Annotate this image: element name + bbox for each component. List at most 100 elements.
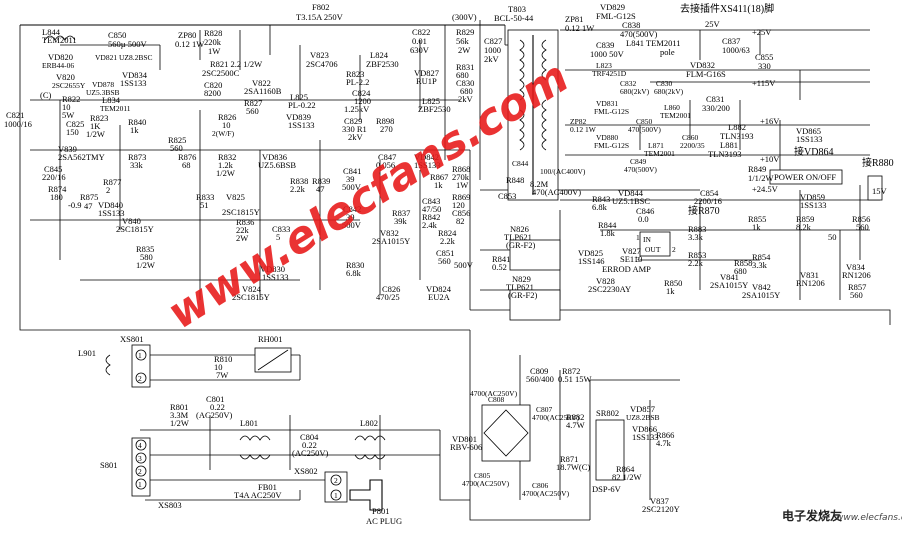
r836-value: 22k — [236, 225, 250, 235]
r835-value: 580 — [140, 252, 153, 262]
optocoupler-n829 — [509, 289, 561, 321]
c841-value: 39 — [346, 174, 355, 184]
v834-type: RN1206 — [842, 270, 871, 280]
c801-label: C801 — [206, 394, 224, 404]
vd829-type: FML-G12S — [596, 11, 636, 21]
r876-value: 68 — [182, 160, 191, 170]
c854-label: C854 — [700, 188, 719, 198]
r833-value: 51 — [200, 200, 209, 210]
c833-value: 5 — [276, 232, 280, 242]
l881-label: L881 — [720, 140, 738, 150]
to-r880-note: 接R880 — [862, 156, 894, 169]
xs801-label: XS801 — [120, 334, 144, 344]
thermistor-rh001 — [254, 347, 292, 373]
ic-pin2: 2 — [672, 245, 676, 254]
c850b-value: 470(500V) — [628, 125, 661, 134]
v837-label: V837 — [650, 496, 669, 506]
xs802-pin1: 1 — [334, 491, 338, 500]
c826-label: C826 — [382, 284, 400, 294]
r864-value: 82 1/2W — [612, 472, 642, 482]
n826-type: TLP621 — [504, 232, 532, 242]
vd831-type: FML-G12S — [594, 107, 629, 116]
r822-watt: 5W — [62, 110, 74, 120]
c830-watt: 2kV — [458, 94, 474, 104]
r838-value: 2.2k — [290, 184, 306, 194]
c856-value: 82 — [456, 216, 465, 226]
c825-value: 150 — [66, 127, 79, 137]
c843-label: C843 — [422, 196, 440, 206]
r843-value: 6.8k — [592, 202, 608, 212]
vd825-type: 1SS146 — [578, 256, 604, 266]
v821-label: 2SC2500C — [202, 68, 240, 78]
vd880-label: VD880 — [596, 133, 618, 142]
c824-watt: 1.25kV — [344, 104, 370, 114]
vd840-label: VD840 — [98, 200, 123, 210]
n826-label: N826 — [510, 224, 529, 234]
sr802-type: DSP-6V — [592, 484, 622, 494]
n829-label: N829 — [512, 274, 531, 284]
c824-value: 1200 — [354, 96, 371, 106]
power-switch-label: POWER ON/OFF — [774, 172, 836, 182]
c841-watt: 500V — [342, 182, 362, 192]
c825-label: C825 — [66, 119, 84, 129]
v831-label: V831 — [800, 270, 819, 280]
c839-value: 1000 50V — [590, 49, 625, 59]
labels-left: VD820 ERB44-06 VD821 UZ8.2BSC V820 2SC26… — [4, 52, 196, 270]
r825-label: R825 — [168, 135, 186, 145]
r810-value: 10 — [214, 362, 223, 372]
vd844-type: UZ5.1BSC — [612, 196, 650, 206]
c856-label: C856 — [452, 208, 470, 218]
c829-value: 330 R1 — [342, 124, 367, 134]
xs803-label: XS803 — [158, 500, 182, 510]
r854-label: R854 — [752, 252, 771, 262]
c847-value: 0.056 — [376, 160, 395, 170]
r-50-label: 50 — [828, 232, 837, 242]
l825-value: PL-0.22 — [288, 100, 316, 110]
vd821-label: VD821 UZ8.2BSC — [95, 53, 153, 62]
l841-label: L841 TEM2011 — [626, 38, 681, 48]
p15v-label: 15V — [872, 186, 888, 196]
r898-label: R898 — [376, 116, 394, 126]
r853-value: 2.2k — [688, 258, 704, 268]
r840-value: 1k — [130, 125, 139, 135]
v828-type: 2SC2230AY — [588, 284, 631, 294]
l860-type: TEM2001 — [660, 111, 691, 120]
r882-value: 4.7W — [566, 420, 585, 430]
c851-label: C851 — [436, 248, 454, 258]
v824-label: V824 — [242, 284, 262, 294]
r827-label: R827 — [244, 98, 262, 108]
c844-value: 100/(AC400V) — [540, 167, 586, 176]
c827-value: 1000 — [484, 45, 501, 55]
r853-label: R853 — [688, 250, 706, 260]
fuse-f802-value: T3.15A 250V — [296, 12, 344, 22]
v825-label: V825 — [226, 192, 245, 202]
r867-label: R867 — [430, 172, 448, 182]
errod-amp-label: ERROD AMP — [602, 264, 651, 274]
vd865-label: VD865 — [796, 126, 821, 136]
c801-watt: (AC250V) — [196, 410, 233, 420]
r844-value: 1.8k — [600, 228, 616, 238]
r876-label: R876 — [178, 152, 196, 162]
c846-value: 0.0 — [638, 214, 649, 224]
c809-value: 560/400 — [526, 374, 554, 384]
r831-value: 680 — [456, 70, 469, 80]
c851-watt: 500V — [454, 260, 474, 270]
r801-label: R801 — [170, 402, 188, 412]
r872-label: R872 — [562, 366, 580, 376]
r849-value: 1/1/2W — [748, 173, 774, 183]
r856-label: R856 — [852, 214, 870, 224]
r823-watt: 1/2W — [86, 129, 105, 139]
c831-value: 330/200 — [702, 103, 730, 113]
r828-watt: 1W — [208, 46, 220, 56]
c832-value: 680(2kV) — [620, 87, 650, 96]
r835-watt: 1/2W — [136, 260, 155, 270]
c855-value: 330 — [758, 61, 771, 71]
r836-label: R836 — [236, 217, 254, 227]
labels-mid: C820 8200 R826 10 2(W/F) V822 2SA1160B R… — [196, 62, 510, 302]
r858-value: 680 — [734, 266, 747, 276]
l801-label: L801 — [240, 418, 258, 428]
r883-label: R883 — [688, 224, 706, 234]
r867-value: 1k — [434, 180, 443, 190]
v823-type: 2SC4706 — [306, 59, 338, 69]
c805-value: 4700(AC250V) — [462, 479, 510, 488]
